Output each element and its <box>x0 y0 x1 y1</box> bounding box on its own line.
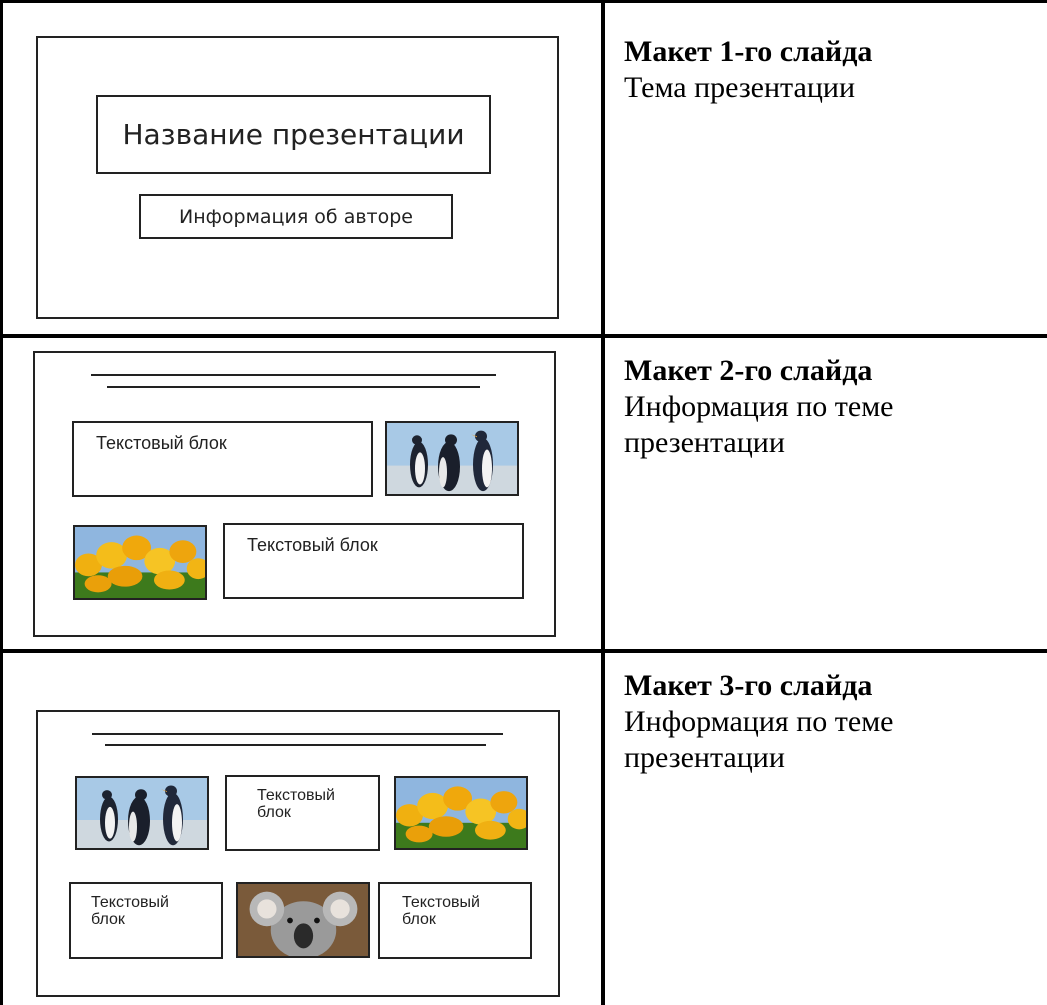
table-row-divider-1 <box>0 334 1047 338</box>
slide-3-mockup: Текстовый блок Текстовый блок Текстовый … <box>36 710 560 997</box>
title-line-top <box>92 733 503 735</box>
slide-3-info-line-1: Информация по теме <box>624 705 894 738</box>
slide-2-mockup: Текстовый блок Текстовый блок <box>33 351 556 637</box>
table-top-border <box>0 0 1047 3</box>
title-line-bottom <box>107 386 480 388</box>
penguins-image <box>385 421 519 496</box>
text-block: Текстовый блок <box>378 882 532 959</box>
slide-1-heading: Макет 1-го слайда <box>624 35 873 68</box>
tulips-image <box>73 525 207 600</box>
slide-1-mockup: Название презентации Информация об автор… <box>36 36 559 319</box>
slide-2-info-line-2: презентации <box>624 426 785 459</box>
text-block-word-1: Текстовый <box>402 894 480 911</box>
slide-1-description: Макет 1-го слайда Тема презентации <box>624 34 872 106</box>
table-column-divider <box>601 0 605 1005</box>
slide-3-description: Макет 3-го слайда Информация по теме пре… <box>624 668 894 776</box>
penguins-image <box>75 776 209 850</box>
slide-3-info-line-2: презентации <box>624 741 785 774</box>
text-block-word-2: блок <box>257 804 291 821</box>
slide-3-heading: Макет 3-го слайда <box>624 669 873 702</box>
tulips-image <box>394 776 528 850</box>
title-line-bottom <box>105 744 486 746</box>
text-block: Текстовый блок <box>223 523 524 599</box>
text-block-word-2: блок <box>91 911 125 928</box>
slide-2-description: Макет 2-го слайда Информация по теме пре… <box>624 353 894 461</box>
slide-2-heading: Макет 2-го слайда <box>624 354 873 387</box>
slide-2-info-line-1: Информация по теме <box>624 390 894 423</box>
table-row-divider-2 <box>0 649 1047 653</box>
text-block-word-1: Текстовый <box>91 894 169 911</box>
text-block-word-1: Текстовый <box>257 787 335 804</box>
table-left-border <box>0 0 3 1005</box>
slide-1-topic: Тема презентации <box>624 71 856 104</box>
text-block: Текстовый блок <box>72 421 373 497</box>
presentation-title-block: Название презентации <box>96 95 491 174</box>
text-block: Текстовый блок <box>69 882 223 959</box>
text-block-word-2: блок <box>402 911 436 928</box>
author-info-block: Информация об авторе <box>139 194 453 239</box>
text-block: Текстовый блок <box>225 775 380 851</box>
title-line-top <box>91 374 496 376</box>
koala-image <box>236 882 370 958</box>
